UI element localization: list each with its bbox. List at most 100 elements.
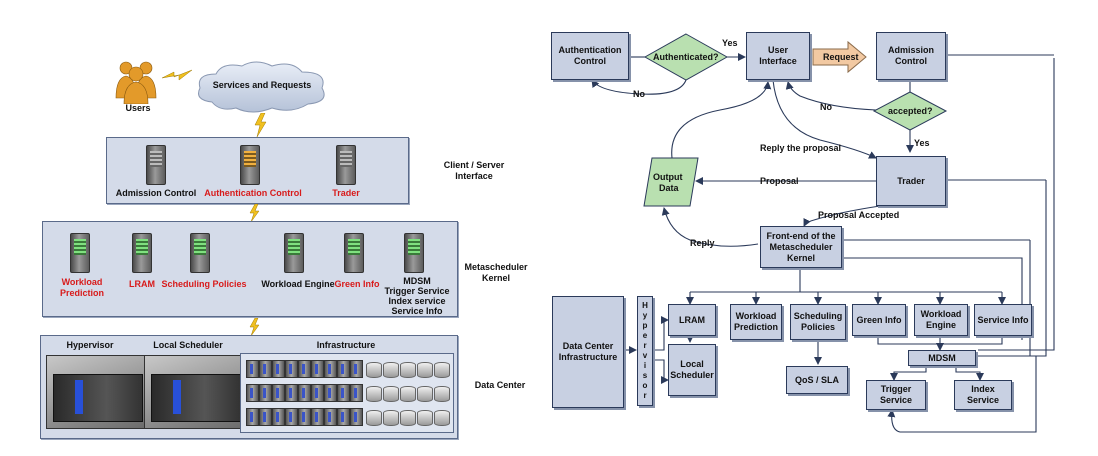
service-info-box: Service Info — [974, 304, 1032, 336]
hypervisor-letter: p — [642, 321, 648, 330]
admission-control-text-2: Control — [895, 56, 927, 66]
local-scheduler-rack-icon — [144, 355, 248, 429]
client-server-side-label-2: Interface — [455, 171, 493, 181]
mini-server-icon — [246, 408, 259, 426]
mini-server-icon — [324, 408, 337, 426]
disk-icon — [417, 410, 433, 426]
trigger-text-2: Service — [879, 395, 913, 405]
disk-icon — [366, 410, 382, 426]
no-label-2: No — [820, 102, 832, 112]
disk-icon — [400, 362, 416, 378]
frontend-text-3: Kernel — [786, 252, 815, 263]
lightning-icon — [249, 318, 260, 336]
mdsm-server-icon — [404, 233, 424, 273]
lightning-icon — [254, 113, 267, 137]
users-icon — [115, 61, 157, 104]
disk-icon — [366, 362, 382, 378]
admission-control-label: Admission Control — [115, 188, 197, 198]
mini-server-icon — [350, 360, 363, 378]
proposal-label: Proposal — [760, 176, 799, 186]
trigger-text-1: Trigger — [880, 384, 912, 394]
mdsm-label-4: Service Info — [391, 306, 443, 316]
workload-engine-label: Workload Engine — [261, 279, 335, 289]
kernel-side-label-1: Metascheduler — [464, 262, 528, 272]
disk-icon — [434, 386, 450, 402]
workload-engine-box: Workload Engine — [914, 304, 968, 336]
lightning-icon — [162, 69, 192, 81]
authenticated-decision — [643, 33, 729, 81]
hypervisor-letter: o — [642, 381, 648, 390]
mini-server-icon — [311, 384, 324, 402]
user-interface-text-1: User — [767, 45, 788, 55]
cloud-label: Services and Requests — [212, 80, 312, 90]
disk-icon — [383, 362, 399, 378]
green-info-label: Green Info — [334, 279, 380, 289]
mdsm-box: MDSM — [908, 350, 976, 366]
scheduling-policies-label: Scheduling Policies — [161, 279, 247, 289]
mini-server-icon — [285, 384, 298, 402]
output-data-shape — [643, 157, 699, 207]
workload-prediction-text-1: Workload — [735, 311, 777, 321]
workload-engine-server-icon — [284, 233, 304, 273]
mini-server-icon — [285, 360, 298, 378]
trigger-service-box: Trigger Service — [866, 380, 926, 410]
mini-server-icon — [311, 360, 324, 378]
auth-control-text-2: Control — [574, 56, 606, 66]
workload-prediction-box: Workload Prediction — [730, 304, 782, 340]
output-data-text-2: Data — [659, 183, 679, 193]
mini-server-icon — [311, 408, 324, 426]
mini-server-icon — [259, 384, 272, 402]
proposal-accepted-label: Proposal Accepted — [818, 210, 900, 220]
client-server-side-label-1: Client / Server — [443, 160, 505, 170]
mini-server-icon — [298, 408, 311, 426]
disk-icon — [434, 410, 450, 426]
kernel-side-label-2: Kernel — [481, 273, 510, 283]
mini-server-icon — [337, 384, 350, 402]
authenticated-text: Authenticated? — [653, 52, 719, 62]
scheduling-text-2: Policies — [800, 322, 836, 332]
lram-server-icon — [132, 233, 152, 273]
no-label-1: No — [633, 89, 645, 99]
green-info-server-icon — [344, 233, 364, 273]
mini-server-icon — [285, 408, 298, 426]
accepted-decision — [872, 91, 948, 131]
lram-text: LRAM — [679, 314, 705, 325]
trader-text: Trader — [897, 175, 925, 186]
mdsm-text: MDSM — [928, 352, 956, 363]
disk-icon — [383, 386, 399, 402]
hypervisor-letter: r — [643, 341, 647, 350]
qos-sla-box: QoS / SLA — [786, 366, 848, 394]
yes-label-1: Yes — [722, 38, 738, 48]
disk-icon — [417, 362, 433, 378]
data-center-infrastructure-box: Data Center Infrastructure — [552, 296, 624, 408]
hypervisor-letter: e — [642, 331, 648, 340]
disk-icon — [366, 386, 382, 402]
mini-server-icon — [324, 360, 337, 378]
frontend-text-2: Metascheduler — [769, 241, 833, 252]
auth-control-text-1: Authentication — [558, 45, 622, 55]
workload-prediction-label-2: Prediction — [59, 288, 104, 298]
disk-icon — [383, 410, 399, 426]
scheduling-text-1: Scheduling — [793, 311, 843, 321]
authentication-control-server-icon — [240, 145, 260, 185]
index-service-box: Index Service — [954, 380, 1012, 410]
lram-label: LRAM — [129, 279, 155, 289]
disk-icon — [417, 386, 433, 402]
users-label: Users — [125, 103, 151, 113]
local-scheduler-text-2: Scheduler — [670, 370, 714, 380]
hypervisor-letter: s — [642, 371, 648, 380]
mini-server-icon — [272, 384, 285, 402]
hypervisor-letter: H — [642, 301, 648, 310]
request-label: Request — [823, 52, 859, 62]
admission-control-text-1: Admission — [887, 45, 934, 55]
mini-server-icon — [272, 408, 285, 426]
dc-infra-text-2: Infrastructure — [558, 352, 618, 362]
lram-box: LRAM — [668, 304, 716, 336]
hypervisor-rack-icon — [46, 355, 150, 429]
mini-server-icon — [350, 408, 363, 426]
workload-engine-text-1: Workload — [920, 309, 962, 319]
mini-server-icon — [246, 384, 259, 402]
yes-label-2: Yes — [914, 138, 930, 148]
service-info-text: Service Info — [977, 314, 1029, 325]
